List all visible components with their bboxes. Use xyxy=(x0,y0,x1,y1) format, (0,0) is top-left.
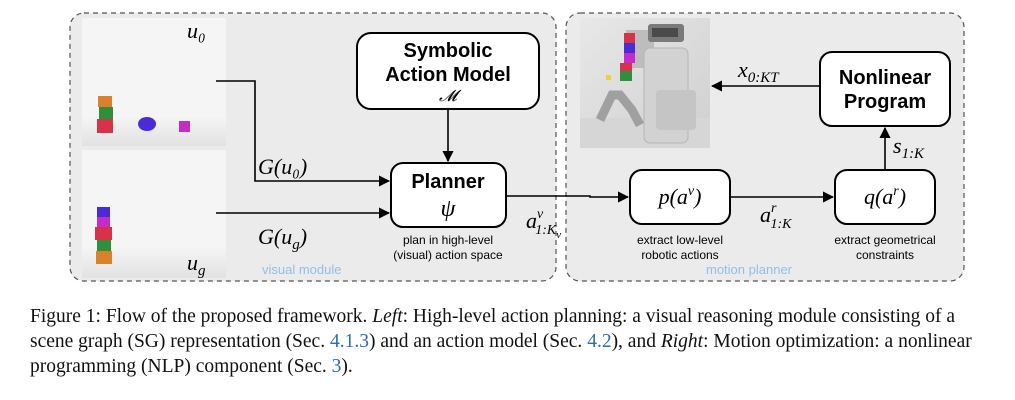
symbolic-action-model-box: Symbolic Action Model 𝓜 xyxy=(356,32,540,110)
edge-label-s: s1:K xyxy=(893,133,925,162)
motion-planner-label: motion planner xyxy=(706,262,793,277)
symbolic-action-model-line2: Action Model xyxy=(385,64,511,86)
p-av-caption-line2: robotic actions xyxy=(641,248,718,262)
q-ar-label: q(ar) xyxy=(864,184,906,209)
goal-scene-image: ug xyxy=(82,150,226,279)
figure-caption: Figure 1: Flow of the proposed framework… xyxy=(30,304,990,379)
caption-right-label: Right xyxy=(660,331,704,352)
planner-caption-line1: plan in high-level xyxy=(403,233,493,247)
q-ar-box: q(ar) extract geometrical constraints xyxy=(834,169,936,262)
nonlinear-program-box: Nonlinear Program xyxy=(819,51,951,127)
nlp-line2: Program xyxy=(844,91,926,113)
caption-ref-4-1-3[interactable]: 4.1.3 xyxy=(329,331,369,352)
motion-planner-arrows xyxy=(506,80,891,203)
planner-caption-line2: (visual) action space xyxy=(393,248,503,262)
planner-title: Planner xyxy=(411,171,485,193)
caption-mid-text: ) and an action model (Sec. xyxy=(368,331,583,352)
initial-state-label: u₀ xyxy=(187,18,206,43)
visual-module-arrows xyxy=(216,80,454,219)
caption-right-text: : Motion optimization: a nonlinear progr… xyxy=(30,331,972,377)
p-av-box: p(av) extract low-level robotic actions xyxy=(629,169,731,262)
planner-box: Planner ψ plan in high-level (visual) ac… xyxy=(390,162,507,262)
visual-module-label: visual module xyxy=(262,262,342,277)
initial-scene-image: u₀ xyxy=(82,18,226,146)
caption-left-label: Left xyxy=(372,306,403,327)
goal-state-label: ug xyxy=(187,250,206,279)
q-ar-caption-line2: constraints xyxy=(856,248,914,262)
edge-label-g-u0: G(u₀) xyxy=(258,154,307,179)
caption-ref-4-2[interactable]: 4.2 xyxy=(587,331,612,352)
symbolic-action-model-line1: Symbolic xyxy=(404,40,493,62)
caption-lead: Figure 1: Flow of the proposed framework… xyxy=(30,306,368,327)
edge-label-g-ug: G(ug) xyxy=(258,224,307,253)
q-ar-caption-line1: extract geometrical xyxy=(834,233,935,247)
framework-diagram: visual module u₀ ug Symbolic Action Mode… xyxy=(69,12,965,282)
robot-image xyxy=(580,18,710,148)
caption-ref-3[interactable]: 3 xyxy=(331,356,342,377)
edge-label-x: x0:KT xyxy=(737,57,780,86)
planner-symbol: ψ xyxy=(441,196,457,222)
caption-end-text: ). xyxy=(341,356,353,377)
caption-left-text: : High-level action planning: a visual r… xyxy=(30,306,956,352)
action-model-symbol: 𝓜 xyxy=(439,88,462,105)
p-av-caption-line1: extract low-level xyxy=(637,233,723,247)
figure-caption-text: Figure 1: Flow of the proposed framework… xyxy=(30,304,990,379)
nlp-line1: Nonlinear xyxy=(839,67,931,89)
caption-mid2-text: ), and xyxy=(611,331,656,352)
p-av-label: p(av) xyxy=(657,184,702,209)
